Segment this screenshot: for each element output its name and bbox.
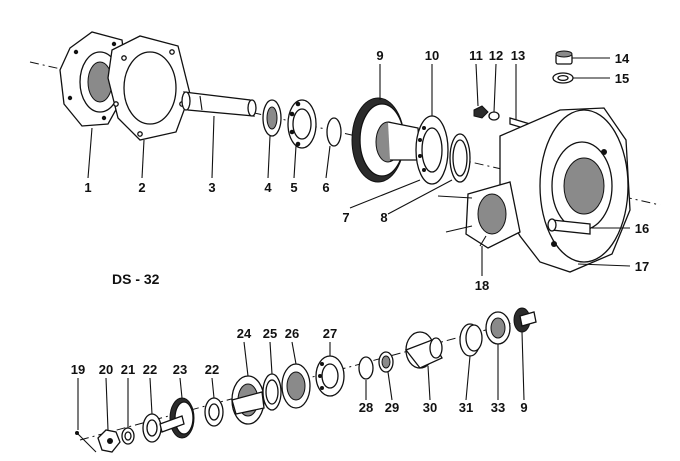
part-31-spring (459, 323, 483, 357)
part-8-ring (449, 133, 471, 183)
callout-18: 18 (475, 278, 489, 293)
part-9-pinion-gear (513, 307, 537, 333)
callout-11: 11 (469, 48, 483, 63)
callout-28: 28 (359, 400, 373, 415)
diagram-title: DS - 32 (112, 271, 160, 287)
callout-23: 23 (173, 362, 187, 377)
callout-27: 27 (323, 326, 337, 341)
part-2-gasket (107, 35, 191, 141)
callout-29: 29 (385, 400, 399, 415)
callout-22-b: 22 (205, 362, 219, 377)
callout-17: 17 (635, 259, 649, 274)
part-3-shaft (181, 91, 257, 117)
part-26-bearing (281, 363, 311, 409)
part-21-washer (121, 427, 135, 445)
part-4-seal (262, 99, 282, 137)
callout-8: 8 (380, 210, 387, 225)
callout-24: 24 (237, 326, 252, 341)
callout-15: 15 (615, 71, 629, 86)
part-15-seal-washer (552, 72, 574, 84)
callout-21: 21 (121, 362, 135, 377)
callout-19: 19 (71, 362, 85, 377)
part-19-pin (75, 431, 97, 453)
callout-26: 26 (285, 326, 299, 341)
part-22-seal-b (204, 397, 224, 427)
part-25-ring (262, 373, 282, 411)
part-11-nut (473, 105, 489, 119)
callout-4: 4 (264, 180, 272, 195)
callout-13: 13 (511, 48, 525, 63)
callout-12: 12 (489, 48, 503, 63)
part-22-seal-a (142, 413, 162, 443)
part-16-stud (547, 218, 591, 235)
part-30-cup (404, 331, 443, 369)
part-14-plug (555, 50, 573, 65)
callout-9-lower: 9 (520, 400, 527, 415)
part-27-bearing (315, 355, 345, 397)
callout-25: 25 (263, 326, 277, 341)
callout-9: 9 (376, 48, 383, 63)
part-24-bearing-cup (231, 375, 265, 425)
lower-callouts: 19 20 21 22 23 22 24 25 26 27 28 29 30 3… (71, 326, 528, 415)
part-5-bearing (287, 99, 317, 149)
part-28-ring (358, 356, 374, 380)
callout-14: 14 (615, 51, 630, 66)
part-12-washer (488, 111, 500, 121)
part-17-housing (499, 107, 631, 273)
leader-lines (77, 57, 631, 431)
callout-16: 16 (635, 221, 649, 236)
part-33-bearing (485, 311, 511, 345)
part-6-circlip (326, 117, 342, 147)
part-23-pinion (159, 397, 195, 439)
part-9-gear (351, 97, 421, 183)
callout-3: 3 (208, 180, 215, 195)
part-18-bracket (437, 181, 521, 249)
callout-6: 6 (322, 180, 329, 195)
callout-10: 10 (425, 48, 439, 63)
part-29-collar (378, 351, 394, 373)
callout-20: 20 (99, 362, 113, 377)
callout-31: 31 (459, 400, 473, 415)
upper-callouts: 1 2 3 4 5 6 7 8 9 10 11 12 13 14 15 16 1… (84, 48, 649, 293)
callout-5: 5 (290, 180, 297, 195)
part-10-bearing (415, 115, 449, 185)
callout-1: 1 (84, 180, 91, 195)
callout-30: 30 (423, 400, 437, 415)
part-20-nut (97, 429, 121, 453)
callout-22-a: 22 (143, 362, 157, 377)
callout-7: 7 (342, 210, 349, 225)
callout-2: 2 (138, 180, 145, 195)
callout-33: 33 (491, 400, 505, 415)
